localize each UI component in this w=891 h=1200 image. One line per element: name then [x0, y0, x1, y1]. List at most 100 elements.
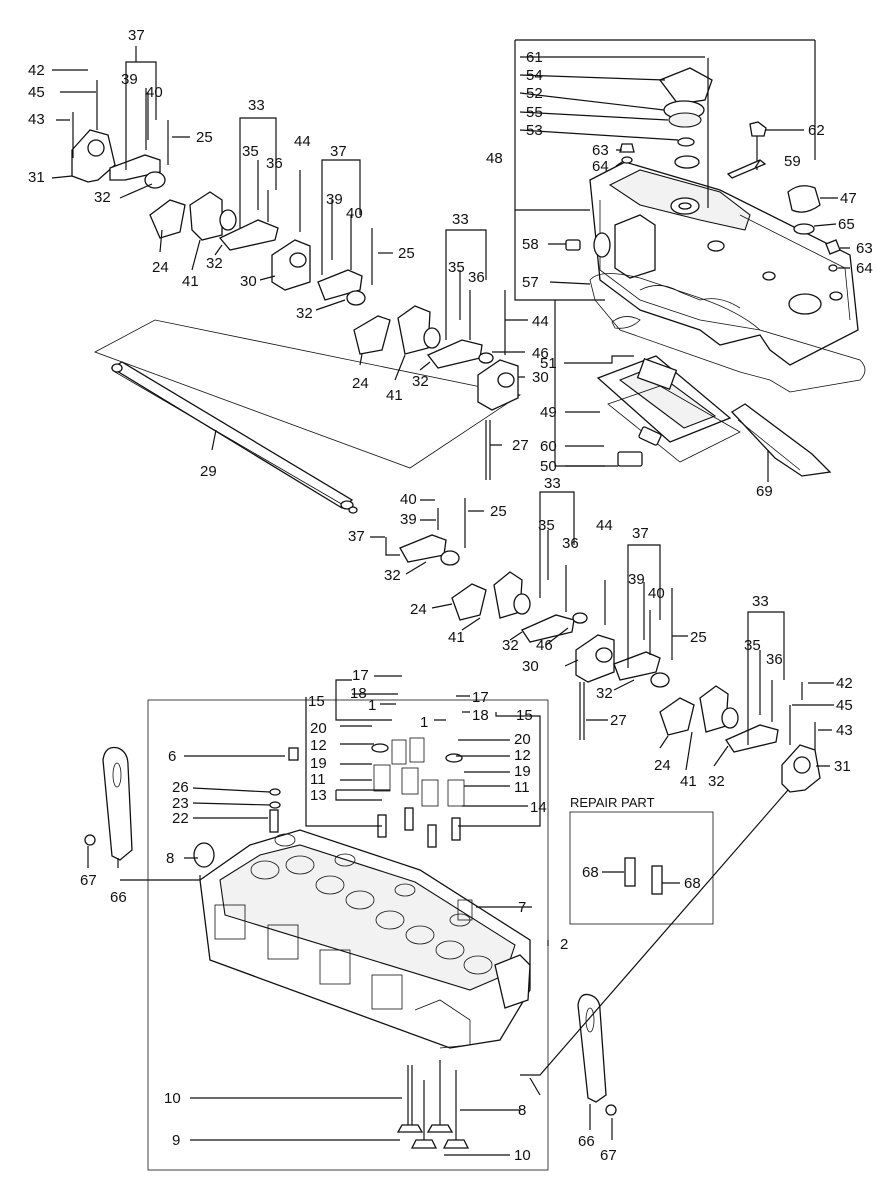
- part-label-31: 31: [28, 169, 45, 186]
- part-label-25: 25: [490, 503, 507, 520]
- part-label-60: 60: [540, 438, 557, 455]
- part-label-52: 52: [526, 85, 543, 102]
- part-label-12: 12: [310, 737, 327, 754]
- part-label-35: 35: [538, 517, 555, 534]
- part-label-19: 19: [514, 763, 531, 780]
- cylinder-head-2: [147, 699, 549, 1171]
- part-label-32: 32: [206, 255, 223, 272]
- part-label-25: 25: [196, 129, 213, 146]
- part-label-24: 24: [152, 259, 169, 276]
- part-label-19: 19: [310, 755, 327, 772]
- part-label-32: 32: [94, 189, 111, 206]
- part-label-48: 48: [486, 150, 503, 167]
- part-label-59: 59: [784, 153, 801, 170]
- part-label-15: 15: [308, 693, 325, 710]
- part-label-6: 6: [168, 748, 176, 765]
- lifting-brackets-66: [84, 746, 617, 1116]
- part-label-39: 39: [121, 71, 138, 88]
- part-label-44: 44: [294, 133, 311, 150]
- part-label-63: 63: [856, 240, 873, 257]
- part-label-33: 33: [544, 475, 561, 492]
- part-label-42: 42: [28, 62, 45, 79]
- part-label-36: 36: [766, 651, 783, 668]
- part-label-20: 20: [514, 731, 531, 748]
- part-label-45: 45: [28, 84, 45, 101]
- part-label-35: 35: [448, 259, 465, 276]
- part-label-40: 40: [346, 205, 363, 222]
- part-label-25: 25: [398, 245, 415, 262]
- part-label-36: 36: [266, 155, 283, 172]
- rocker-shaft-29: [94, 319, 522, 514]
- part-label-35: 35: [242, 143, 259, 160]
- part-label-53: 53: [526, 122, 543, 139]
- part-label-11: 11: [310, 771, 326, 788]
- part-label-39: 39: [628, 571, 645, 588]
- part-label-67: 67: [80, 872, 97, 889]
- part-label-33: 33: [752, 593, 769, 610]
- part-label-36: 36: [468, 269, 485, 286]
- part-label-32: 32: [502, 637, 519, 654]
- part-label-61: 61: [526, 49, 543, 66]
- part-label-18: 18: [472, 707, 489, 724]
- part-label-37: 37: [632, 525, 649, 542]
- part-label-24: 24: [654, 757, 671, 774]
- rocker-arm-assembly-lower: [399, 498, 821, 793]
- part-label-8: 8: [518, 1102, 526, 1119]
- part-label-17: 17: [472, 689, 489, 706]
- repair-part-box: REPAIR PART: [569, 795, 714, 925]
- part-label-37: 37: [330, 143, 347, 160]
- part-label-17: 17: [352, 667, 369, 684]
- part-label-66: 66: [578, 1133, 595, 1150]
- part-label-8: 8: [166, 850, 174, 867]
- part-label-62: 62: [808, 122, 825, 139]
- part-label-43: 43: [28, 111, 45, 128]
- part-label-37: 37: [128, 27, 145, 44]
- part-label-22: 22: [172, 810, 189, 827]
- part-label-29: 29: [200, 463, 217, 480]
- part-label-45: 45: [836, 697, 853, 714]
- part-label-63: 63: [592, 142, 609, 159]
- part-label-11: 11: [514, 779, 530, 796]
- part-label-27: 27: [512, 437, 529, 454]
- part-label-54: 54: [526, 67, 543, 84]
- part-label-44: 44: [596, 517, 613, 534]
- part-label-42: 42: [836, 675, 853, 692]
- part-label-1: 1: [420, 714, 428, 731]
- part-label-37: 37: [348, 528, 365, 545]
- part-label-7: 7: [518, 899, 526, 916]
- part-label-64: 64: [592, 158, 609, 175]
- part-label-39: 39: [326, 191, 343, 208]
- part-label-24: 24: [352, 375, 369, 392]
- repair-part-label: REPAIR PART: [570, 795, 655, 810]
- part-label-13: 13: [310, 787, 327, 804]
- rocker-cover-group-48: [514, 39, 866, 477]
- part-label-39: 39: [400, 511, 417, 528]
- part-label-26: 26: [172, 779, 189, 796]
- part-label-67: 67: [600, 1147, 617, 1164]
- part-label-46: 46: [532, 345, 549, 362]
- leader-lines: [51, 46, 850, 1156]
- part-label-30: 30: [240, 273, 257, 290]
- part-label-12: 12: [514, 747, 531, 764]
- part-label-27: 27: [610, 712, 627, 729]
- part-label-33: 33: [452, 211, 469, 228]
- part-label-32: 32: [596, 685, 613, 702]
- part-label-64: 64: [856, 260, 873, 277]
- part-label-68: 68: [684, 875, 701, 892]
- part-label-43: 43: [836, 722, 853, 739]
- part-label-41: 41: [680, 773, 697, 790]
- part-label-31: 31: [834, 758, 851, 775]
- part-label-44: 44: [532, 313, 549, 330]
- part-label-49: 49: [540, 404, 557, 421]
- part-label-18: 18: [350, 685, 367, 702]
- part-number-labels: 37 42 39 45 40 43 25 31 32 33 35 36 44 3…: [28, 27, 873, 1164]
- part-label-69: 69: [756, 483, 773, 500]
- part-label-50: 50: [540, 458, 557, 475]
- part-label-10: 10: [164, 1090, 181, 1107]
- part-label-33: 33: [248, 97, 265, 114]
- part-label-57: 57: [522, 274, 539, 291]
- part-label-32: 32: [296, 305, 313, 322]
- part-label-32: 32: [384, 567, 401, 584]
- part-label-35: 35: [744, 637, 761, 654]
